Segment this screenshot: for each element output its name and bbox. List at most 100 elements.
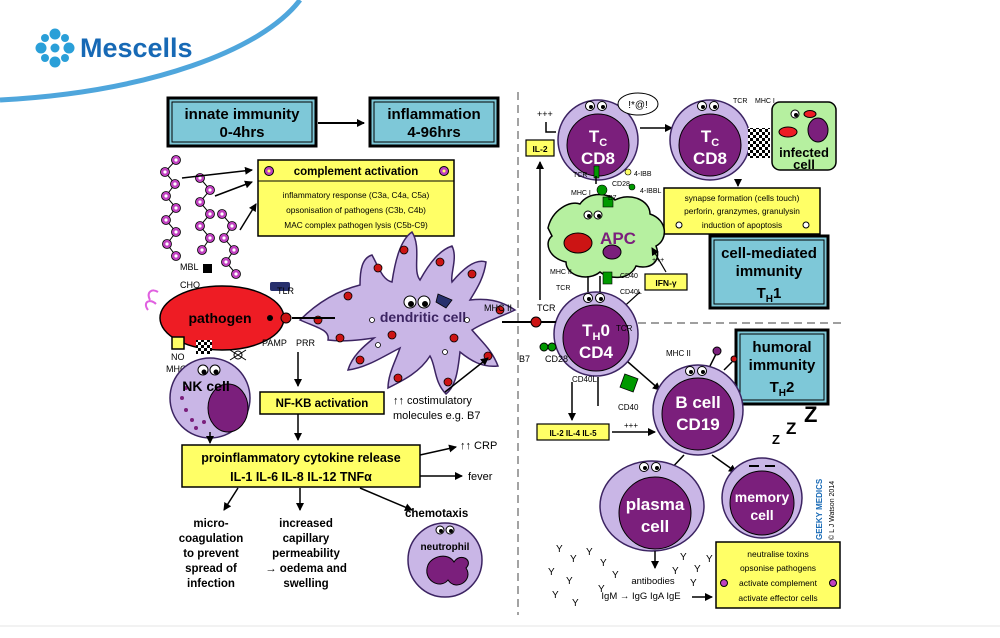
- svg-text:IL-2 IL-4 IL-5: IL-2 IL-4 IL-5: [549, 429, 597, 438]
- th0-eyes-icon: [583, 293, 605, 303]
- complement-activation-box: complement activation inflammatory respo…: [257, 159, 455, 237]
- svg-text:humoral: humoral: [752, 339, 811, 356]
- svg-text:Y: Y: [548, 567, 555, 578]
- chemotaxis-label: chemotaxis: [405, 508, 468, 520]
- mhc-missing-marker: [171, 336, 185, 350]
- ibbl-label: 4-IBBL: [640, 188, 662, 195]
- geeky-medics-credit: GEEKY MEDICS © L J Watson 2014: [815, 478, 836, 540]
- svg-text:Z: Z: [804, 402, 817, 427]
- il2-box: IL-2: [525, 139, 555, 157]
- svg-text:IFN-γ: IFN-γ: [655, 278, 677, 288]
- arrow-to-microcoagulation: [223, 487, 239, 511]
- svg-text:TH2: TH2: [770, 379, 795, 399]
- cell-mediated-box: cell-mediated immunity TH1: [708, 234, 830, 310]
- pamp-marker: [280, 312, 292, 324]
- svg-text:Y: Y: [672, 566, 679, 577]
- pamp-label: PAMP: [262, 338, 287, 348]
- svg-text:CD19: CD19: [676, 415, 719, 434]
- svg-text:swelling: swelling: [283, 578, 328, 590]
- apc-mhc1-label: MHC I: [571, 190, 591, 197]
- neutrophil-label: neutrophil: [421, 542, 470, 553]
- costim-label-2: molecules e.g. B7: [393, 410, 480, 422]
- svg-text:neutralise toxins: neutralise toxins: [747, 549, 808, 559]
- svg-text:Y: Y: [680, 552, 687, 563]
- costim-label-1: ↑↑ costimulatory: [393, 395, 472, 407]
- antibody-effects-box: neutralise toxins opsonise pathogens act…: [715, 541, 841, 609]
- nk-synapse-icon: [196, 340, 212, 354]
- arrow-bcell-to-memory: [711, 454, 737, 473]
- svg-text:coagulation: coagulation: [179, 533, 244, 545]
- svg-text:spread of: spread of: [185, 563, 237, 575]
- infected-eyes-icon: [790, 109, 800, 119]
- brand-name: Mescells: [80, 33, 193, 63]
- svg-text:IL-1 IL-6 IL-8 IL-12 TNFα: IL-1 IL-6 IL-8 IL-12 TNFα: [230, 470, 372, 484]
- svg-text:Y: Y: [612, 570, 619, 581]
- complement-star-icon: [264, 166, 274, 176]
- plusplus-label-ifn: +++: [652, 257, 664, 264]
- svg-text:to prevent: to prevent: [183, 548, 239, 560]
- dc-b7-label: B7: [519, 354, 530, 364]
- svg-text:Y: Y: [706, 554, 713, 565]
- arrow-to-crp: [419, 444, 457, 456]
- svg-text:B cell: B cell: [675, 393, 720, 412]
- svg-text:cell-mediated: cell-mediated: [721, 245, 817, 262]
- antibodies-label: antibodies: [631, 576, 675, 587]
- svg-text:Y: Y: [570, 554, 577, 565]
- header-swoosh: [0, 0, 300, 100]
- svg-text:Y: Y: [600, 558, 607, 569]
- svg-text:complement activation: complement activation: [294, 166, 419, 178]
- svg-text:!*@!: !*@!: [628, 100, 648, 111]
- svg-text:activate complement: activate complement: [739, 578, 818, 588]
- svg-text:micro-: micro-: [193, 518, 228, 530]
- arrow-chain-to-complement-3: [239, 203, 257, 231]
- svg-text:MAC complex pathogen lysis (C5: MAC complex pathogen lysis (C5b-C9): [284, 220, 428, 230]
- svg-text:perforin, granzymes, granulysi: perforin, granzymes, granulysin: [684, 206, 800, 216]
- dendritic-cell: dendritic cell: [298, 230, 517, 396]
- tlr-label: TLR: [277, 286, 295, 296]
- humoral-box: humoral immunity TH2: [734, 328, 830, 406]
- svg-text:proinflammatory cytokine relea: proinflammatory cytokine release: [201, 451, 400, 465]
- svg-text:activate effector cells: activate effector cells: [738, 593, 817, 603]
- svg-text:capillary: capillary: [283, 533, 330, 545]
- tc-tcr-label: TCR: [733, 98, 747, 105]
- crp-label: ↑↑ CRP: [460, 440, 497, 452]
- svg-text:inflammation: inflammation: [387, 106, 480, 123]
- svg-text:cell: cell: [793, 157, 815, 172]
- ifn-gamma-box: IFN-γ: [644, 273, 688, 291]
- fever-label: fever: [468, 471, 493, 483]
- svg-text:cell: cell: [750, 507, 773, 523]
- svg-text:Y: Y: [586, 547, 593, 558]
- skull-icon-right: [802, 221, 810, 229]
- speech-bubble: !*@!: [617, 92, 659, 116]
- infected-cell: infected cell: [771, 101, 837, 172]
- dc-tcr-label: TCR: [537, 303, 556, 313]
- pathogen-label: pathogen: [189, 310, 252, 326]
- svg-text:GEEKY MEDICS: GEEKY MEDICS: [815, 478, 824, 540]
- complement-star-small-right: [829, 579, 837, 587]
- nfkb-box: NF-KB activation: [259, 391, 385, 415]
- th0-cd40l-label: CD40L: [572, 375, 597, 384]
- sleep-zzz-icon: Z Z Z: [772, 402, 817, 447]
- tc-cd8-cell: TC CD8: [557, 99, 639, 181]
- complement-star-icon-right: [439, 166, 449, 176]
- svg-text:opsonisation of pathogens (C3b: opsonisation of pathogens (C3b, C4b): [286, 205, 426, 215]
- svg-text:→ oedema and: → oedema and: [265, 563, 347, 575]
- innate-immunity-box: innate immunity 0-4hrs: [166, 96, 318, 148]
- apc-b7-label: B7: [608, 195, 617, 202]
- svg-text:memory: memory: [735, 489, 790, 505]
- logo-dots-icon: [35, 28, 75, 68]
- skull-icon-left: [675, 221, 683, 229]
- bcell-cd40-label: CD40: [618, 403, 639, 412]
- immune-synapse-icon: [748, 128, 770, 158]
- nk-eyes-icon: [197, 364, 221, 376]
- apc-eyes-icon: [583, 210, 603, 220]
- plusplus-label-top: +++: [537, 109, 553, 119]
- dc-cd28-label: CD28: [545, 354, 568, 364]
- apc-tcr-bottom-label: TCR: [556, 285, 570, 292]
- svg-text:TC: TC: [589, 127, 607, 149]
- complement-star-small-left: [720, 579, 728, 587]
- dendritic-cell-label: dendritic cell: [380, 309, 466, 325]
- svg-text:IL-2: IL-2: [532, 144, 547, 154]
- plasma-eyes-icon: [639, 462, 661, 472]
